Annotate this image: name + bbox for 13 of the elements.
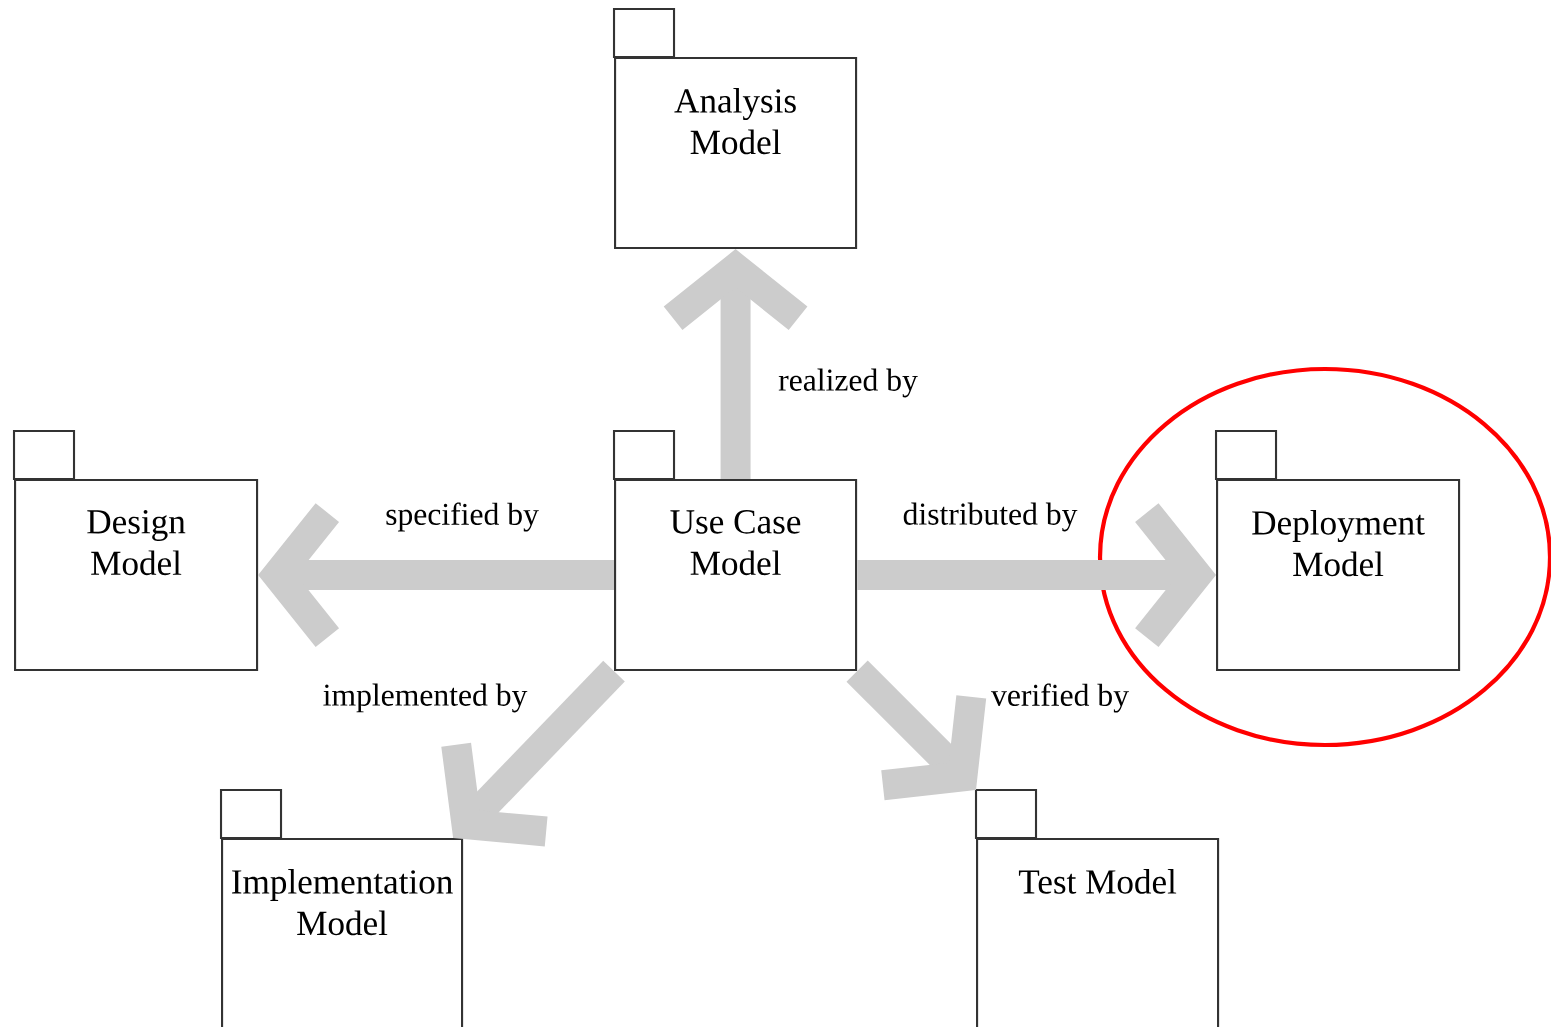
package-box: Analysis Model [612,7,858,250]
edge-label: verified by [991,683,1129,713]
block-arrow [857,503,1217,647]
edge-label: implemented by [323,683,528,713]
package-box: Test Model [974,788,1220,1027]
package-box: Deployment Model [1214,429,1461,672]
package-box: Design Model [12,429,259,672]
edge-label: distributed by [903,502,1078,532]
package-box: Implementation Model [219,788,464,1027]
package-box: Use Case Model [612,429,858,672]
edge-label: specified by [386,502,539,532]
block-arrow [258,503,614,647]
edge-label: realized by [778,368,918,398]
